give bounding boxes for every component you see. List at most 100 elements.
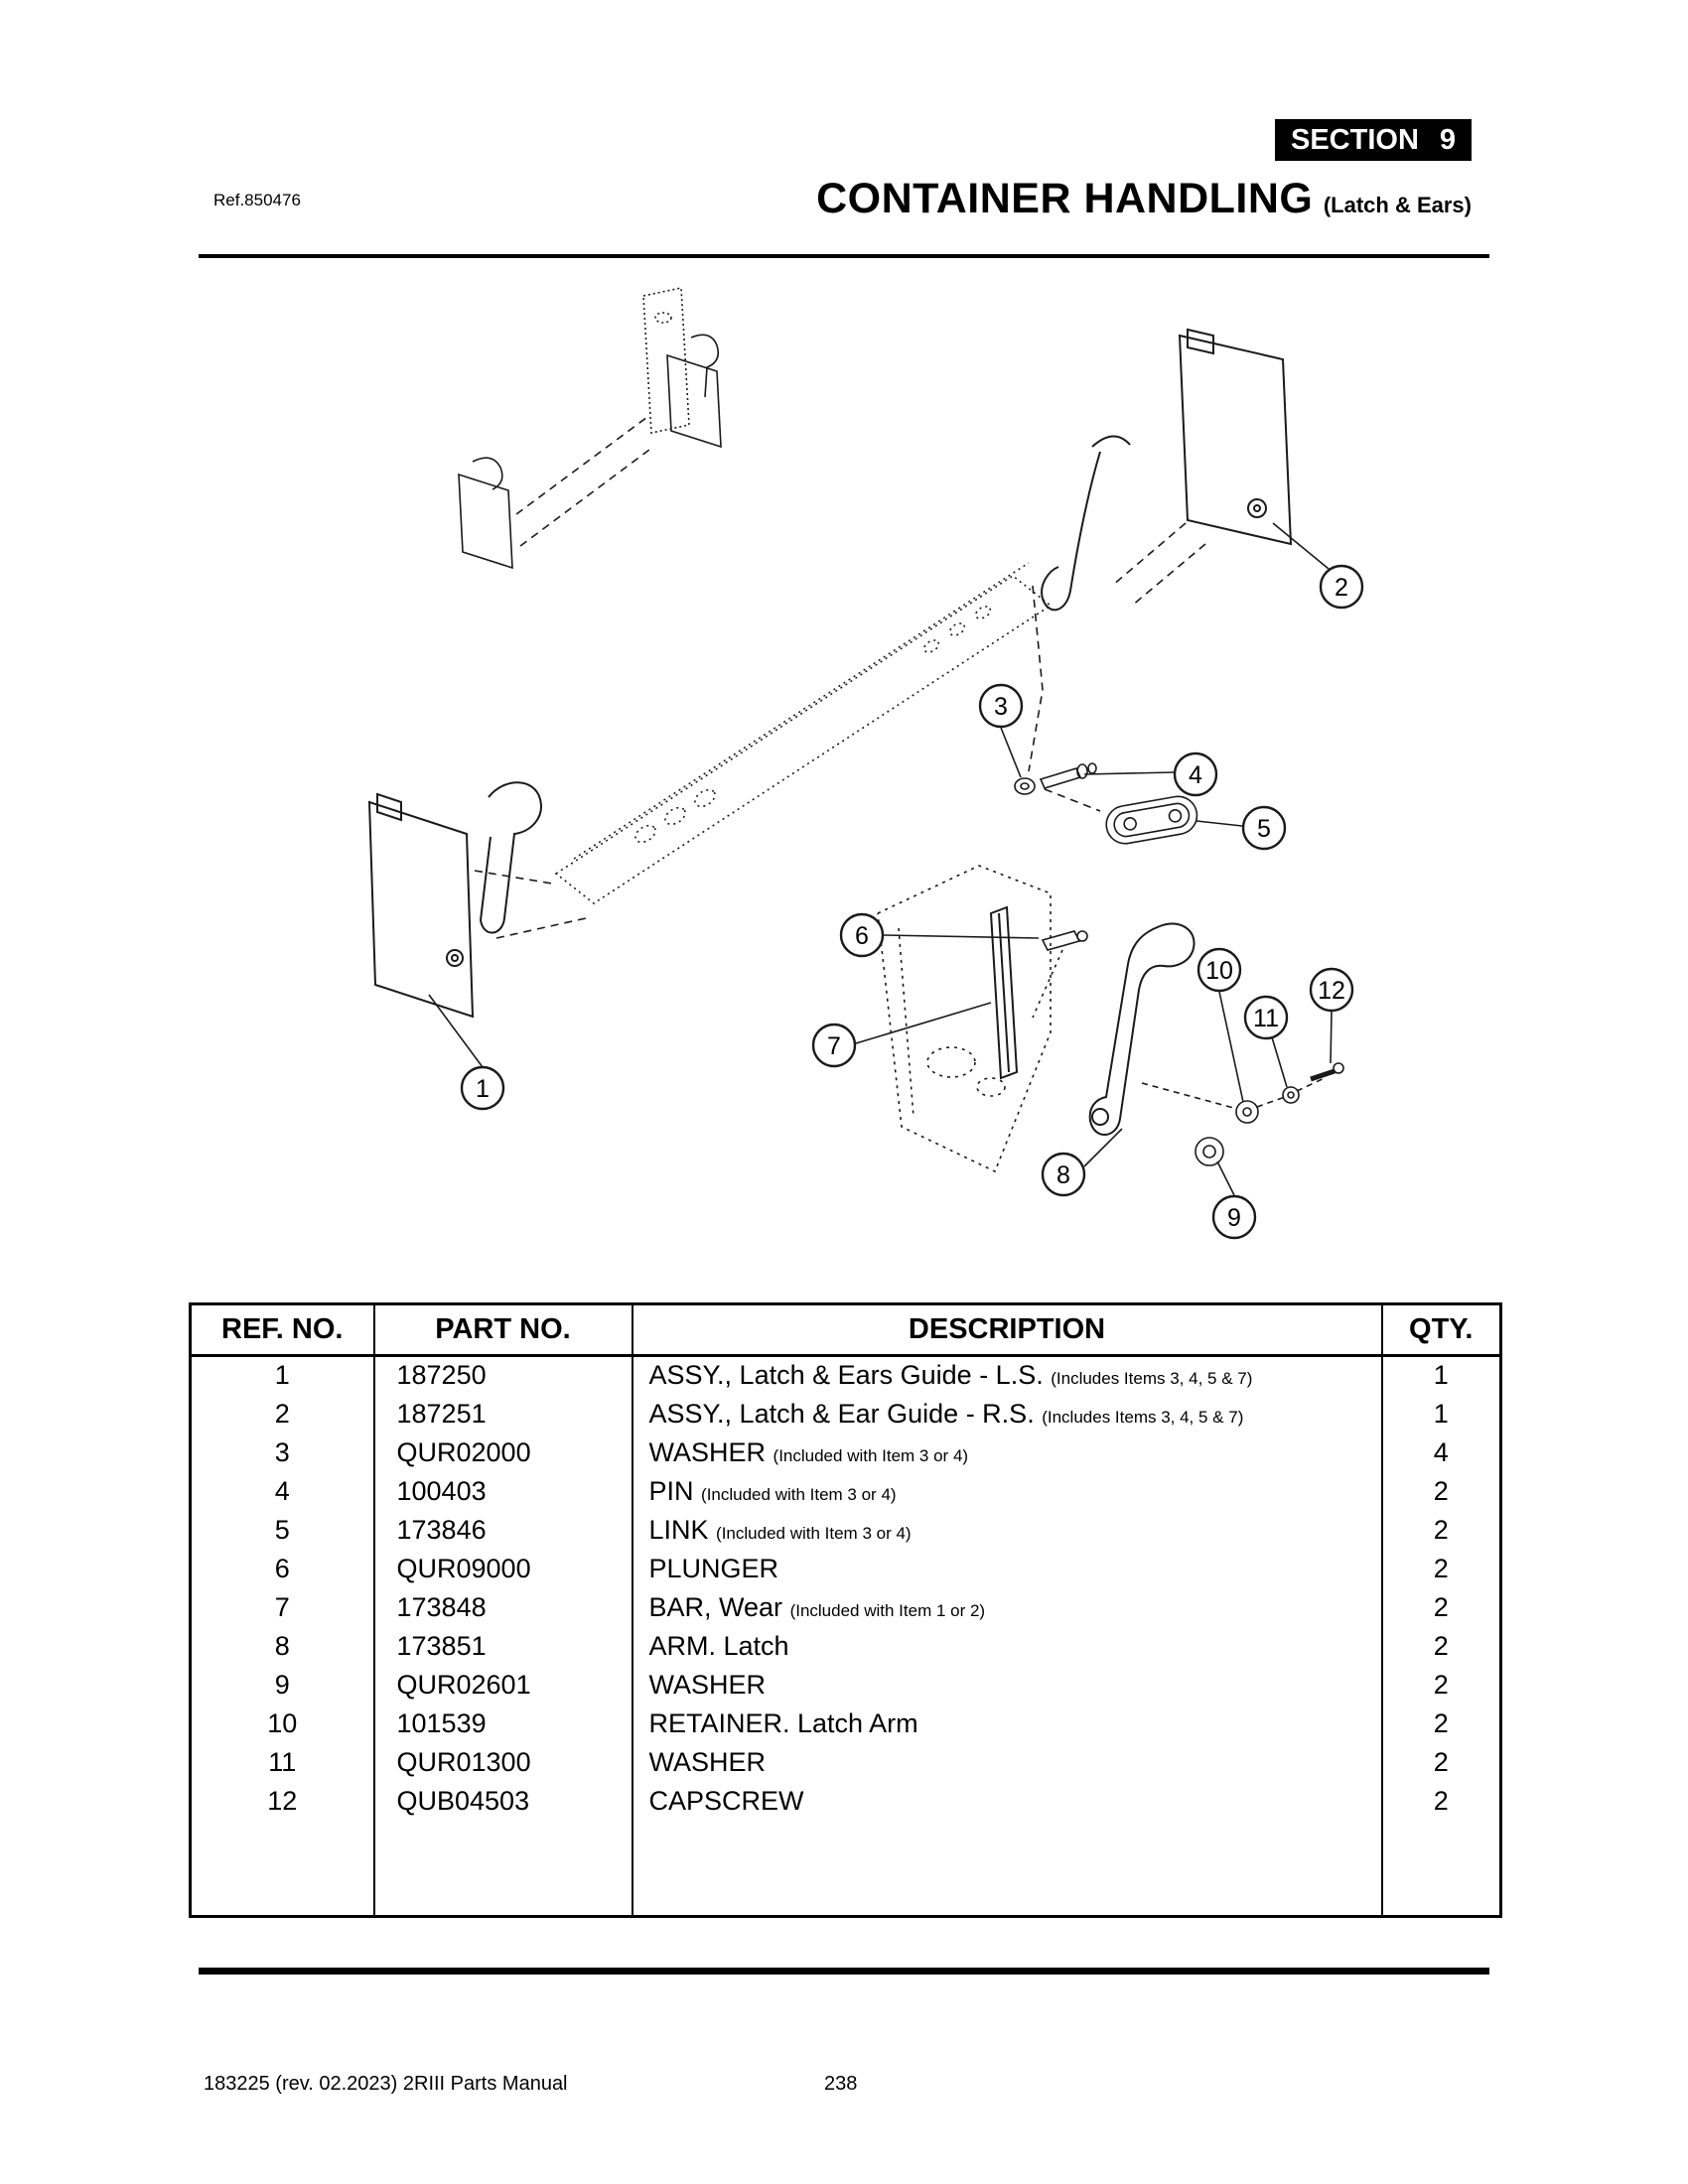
description-cell: WASHER: [632, 1742, 1383, 1782]
ref-no-cell: 7: [190, 1587, 375, 1627]
assembly-1: [367, 781, 542, 1019]
table-row: 5 173846 LINK (Included with Item 3 or 4…: [190, 1510, 1501, 1550]
pin-4: [1039, 762, 1097, 789]
table-row: 11 QUR01300 WASHER 2: [190, 1742, 1501, 1782]
description-text: WASHER: [648, 1669, 767, 1700]
part-no-cell: 173851: [373, 1626, 633, 1666]
washer-3: [1014, 777, 1036, 795]
exploded-diagram: 1 2 3 4 5 6 7: [0, 263, 1688, 1300]
washer-9: [1195, 1137, 1224, 1166]
header-part-no: PART NO.: [373, 1303, 633, 1357]
table-row: 1 187250 ASSY., Latch & Ears Guide - L.S…: [190, 1355, 1501, 1395]
ref-no-cell: 2: [190, 1394, 375, 1433]
callout-6-label: 6: [855, 922, 869, 950]
qty-cell: 2: [1433, 1630, 1449, 1661]
qty-cell: 2: [1433, 1707, 1449, 1738]
ref-no-cell: 8: [190, 1626, 375, 1666]
description-note: (Included with Item 3 or 4): [701, 1484, 897, 1504]
description-text: BAR, Wear: [648, 1591, 783, 1622]
part-no-cell: QUR01300: [373, 1742, 633, 1782]
table-row: 9 QUR02601 WASHER 2: [190, 1665, 1501, 1705]
description-text: ARM. Latch: [648, 1630, 789, 1661]
table-row: 7 173848 BAR, Wear (Included with Item 1…: [190, 1587, 1501, 1627]
part-no-cell: QUR02601: [373, 1665, 633, 1705]
description-cell: WASHER (Included with Item 3 or 4): [632, 1433, 1383, 1472]
description-cell: LINK (Included with Item 3 or 4): [632, 1510, 1383, 1550]
left-bracket: [458, 457, 513, 570]
callout-7: 7: [811, 1023, 857, 1068]
qty-cell: 4: [1433, 1436, 1449, 1467]
callout-11: 11: [1243, 995, 1289, 1040]
header-ref-no: REF. NO.: [190, 1303, 375, 1357]
part-no-cell: 173848: [373, 1587, 633, 1627]
section-number: 9: [1439, 123, 1456, 156]
callout-9-label: 9: [1227, 1204, 1241, 1232]
header-rule: [199, 254, 1489, 258]
description-cell: PLUNGER: [632, 1549, 1383, 1588]
callout-8: 8: [1041, 1152, 1086, 1197]
description-text: CAPSCREW: [648, 1785, 804, 1816]
part-no-cell: QUB04503: [373, 1781, 633, 1821]
qty-cell: 1: [1433, 1360, 1449, 1391]
description-cell: WASHER: [632, 1665, 1383, 1705]
ref-no-cell: 3: [190, 1433, 375, 1472]
callout-12-label: 12: [1318, 977, 1345, 1005]
callout-11-label: 11: [1253, 1005, 1279, 1032]
post-ghost: [642, 287, 690, 434]
description-note: (Includes Items 3, 4, 5 & 7): [1042, 1407, 1244, 1427]
table-row: 2 187251 ASSY., Latch & Ear Guide - R.S.…: [190, 1394, 1501, 1433]
callout-2-label: 2: [1335, 574, 1348, 602]
ref-no-cell: 10: [190, 1704, 375, 1743]
ref-no-cell: 1: [190, 1355, 375, 1395]
header-description: DESCRIPTION: [632, 1303, 1383, 1357]
description-text: LINK: [648, 1514, 709, 1545]
callout-10: 10: [1196, 947, 1242, 993]
table-header-row: REF. NO. PART NO. DESCRIPTION QTY.: [190, 1303, 1501, 1357]
table-row: 10 101539 RETAINER. Latch Arm 2: [190, 1704, 1501, 1743]
callout-7-label: 7: [827, 1032, 841, 1060]
callout-3-label: 3: [994, 693, 1008, 721]
qty-cell: 2: [1433, 1591, 1449, 1622]
section-badge: SECTION 9: [1275, 119, 1472, 161]
qty-cell: 2: [1433, 1553, 1449, 1583]
qty-cell: 2: [1433, 1475, 1449, 1506]
qty-cell: 1: [1433, 1398, 1449, 1429]
callout-1-label: 1: [476, 1075, 490, 1103]
reference-number: Ref.850476: [213, 191, 301, 209]
ref-no-cell: 12: [190, 1781, 375, 1821]
description-text: WASHER: [648, 1746, 767, 1777]
footer-document-info: 183225 (rev. 02.2023) 2RIII Parts Manual: [204, 2073, 568, 2095]
part-no-cell: 173846: [373, 1510, 633, 1550]
description-text: RETAINER. Latch Arm: [648, 1707, 918, 1738]
wear-bar-7: [989, 905, 1019, 1080]
part-no-cell: QUR02000: [373, 1433, 633, 1472]
arm-axis-dashes: [1141, 1076, 1328, 1110]
description-cell: BAR, Wear (Included with Item 1 or 2): [632, 1587, 1383, 1627]
retainer-10: [1235, 1100, 1259, 1124]
description-cell: ARM. Latch: [632, 1626, 1383, 1666]
qty-cell: 2: [1433, 1785, 1449, 1816]
callout-8-label: 8: [1056, 1161, 1070, 1189]
callout-5-label: 5: [1257, 815, 1271, 843]
description-cell: ASSY., Latch & Ear Guide - R.S. (Include…: [632, 1394, 1383, 1433]
callout-12: 12: [1309, 967, 1354, 1013]
description-cell: RETAINER. Latch Arm: [632, 1704, 1383, 1743]
ref-no-cell: 9: [190, 1665, 375, 1705]
part-no-cell: 187251: [373, 1394, 633, 1433]
link-5: [1105, 795, 1198, 845]
callout-10-label: 10: [1205, 957, 1233, 985]
table-row: 8 173851 ARM. Latch 2: [190, 1626, 1501, 1666]
ref-no-cell: 11: [190, 1742, 375, 1782]
table-row: 6 QUR09000 PLUNGER 2: [190, 1549, 1501, 1588]
description-text: ASSY., Latch & Ears Guide - L.S.: [648, 1360, 1044, 1391]
callout-2: 2: [1319, 564, 1364, 610]
capscrew-12: [1310, 1062, 1344, 1082]
description-cell: CAPSCREW: [632, 1781, 1383, 1821]
part-no-cell: QUR09000: [373, 1549, 633, 1588]
description-text: WASHER: [648, 1436, 767, 1467]
table-row: 12 QUB04503 CAPSCREW 2: [190, 1781, 1501, 1821]
section-label: SECTION: [1291, 123, 1419, 156]
rail-ghost: [554, 562, 1053, 904]
plunger-6: [1041, 930, 1088, 951]
description-cell: PIN (Included with Item 3 or 4): [632, 1471, 1383, 1511]
